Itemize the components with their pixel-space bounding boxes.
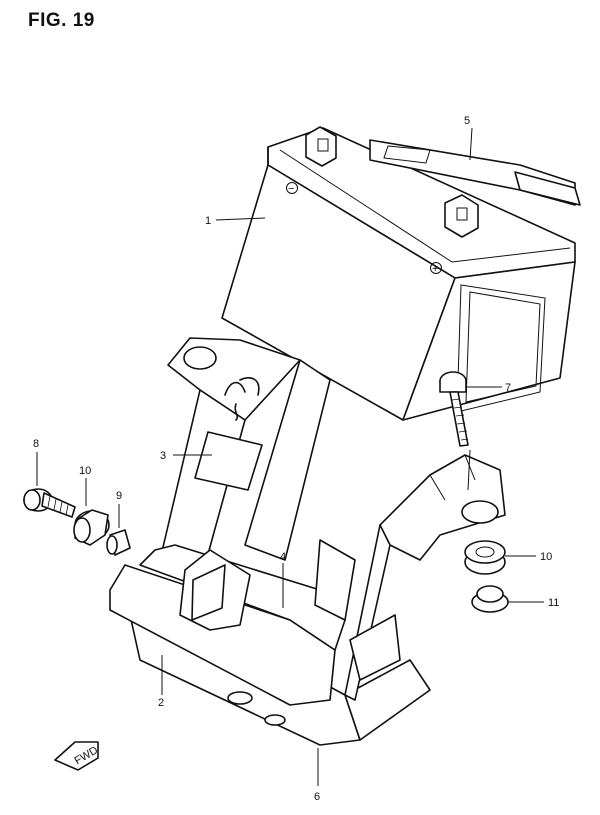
callout-3: 3	[160, 450, 166, 462]
callout-10-right: 10	[540, 551, 552, 563]
battery-bolt	[439, 371, 469, 447]
callout-5: 5	[464, 115, 470, 127]
figure-title: FIG. 19	[28, 10, 95, 31]
minus-terminal-marker	[286, 182, 298, 194]
battery: − +	[221, 126, 581, 421]
callout-10-left: 10	[79, 465, 91, 477]
right-collar	[471, 585, 509, 613]
callout-9: 9	[116, 490, 122, 502]
callout-11: 11	[548, 597, 559, 609]
callout-4: 4	[280, 551, 286, 563]
battery-case-box	[109, 539, 401, 706]
leader-7b	[467, 449, 471, 491]
leader-1	[215, 217, 266, 221]
right-grommet	[464, 540, 506, 575]
cushion-pad	[194, 431, 263, 491]
fwd-direction-arrow: FWD	[54, 741, 100, 771]
left-bolt	[23, 488, 76, 518]
callout-7: 7	[505, 382, 511, 394]
callout-8: 8	[33, 438, 39, 450]
plus-terminal-marker	[430, 262, 442, 274]
callout-1: 1	[205, 215, 211, 227]
leader-5	[469, 127, 473, 161]
battery-minus-sign: −	[288, 183, 294, 195]
callout-6: 6	[314, 791, 320, 803]
left-grommet	[73, 509, 110, 546]
battery-plus-sign: +	[432, 263, 438, 275]
callout-2: 2	[158, 697, 164, 709]
left-collar	[106, 529, 131, 556]
